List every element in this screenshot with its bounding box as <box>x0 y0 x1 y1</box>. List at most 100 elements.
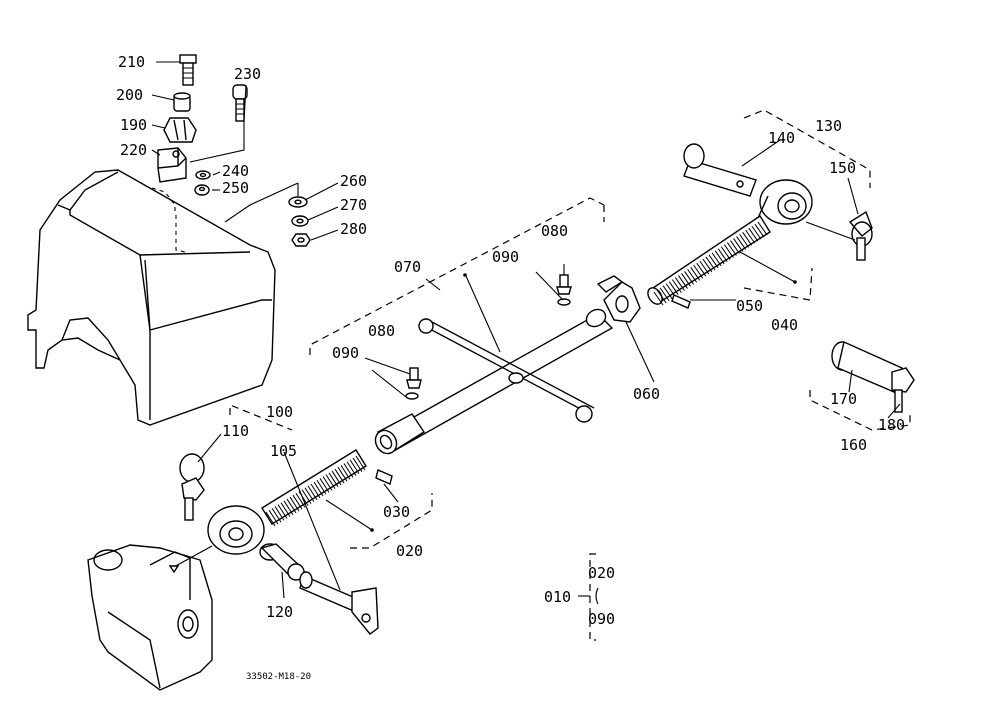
thread-line <box>349 459 360 475</box>
label-080-top: 080 <box>541 222 568 240</box>
label-080-mid: 080 <box>368 322 395 340</box>
bracket-base <box>87 544 213 691</box>
thread-line <box>745 229 756 244</box>
thread-line <box>727 242 737 256</box>
thread-line <box>675 277 685 291</box>
label-280: 280 <box>340 220 367 238</box>
label-180: 180 <box>878 416 905 434</box>
thread-line <box>277 504 288 519</box>
thread-line <box>310 483 321 499</box>
grease-fitting-080a <box>556 264 572 295</box>
pin-030 <box>375 469 393 485</box>
label-200: 200 <box>116 86 143 104</box>
thread-line <box>699 260 710 275</box>
lock-nut-060 <box>596 275 641 323</box>
thread-line <box>693 264 704 279</box>
label-150: 150 <box>829 159 856 177</box>
pin-105 <box>299 571 379 635</box>
thread-line <box>671 279 682 293</box>
ring-pin-110 <box>179 453 205 521</box>
thread-line <box>668 281 679 295</box>
thread-line <box>739 234 750 248</box>
washer-090a <box>557 298 571 306</box>
label-260: 260 <box>340 172 367 190</box>
thread-line <box>352 457 363 473</box>
thread-line <box>337 466 348 482</box>
label-140: 140 <box>768 129 795 147</box>
washer-270 <box>291 215 309 227</box>
label-210: 210 <box>118 53 145 71</box>
washer-260 <box>288 196 308 208</box>
cover-housing <box>27 169 276 426</box>
thread-line <box>265 511 276 527</box>
thread-line <box>730 240 740 254</box>
label-040: 040 <box>771 316 798 334</box>
thread-line <box>271 507 282 523</box>
thread-line <box>334 468 345 484</box>
thread-line <box>687 269 698 283</box>
thread-line <box>280 502 291 517</box>
label-090-range: 090 <box>588 610 615 628</box>
nut-280 <box>291 233 311 247</box>
thread-line <box>711 252 722 267</box>
thread-line <box>678 275 688 289</box>
label-090-mid: 090 <box>332 344 359 362</box>
thread-line <box>343 463 354 478</box>
thread-line <box>274 506 285 521</box>
label-020: 020 <box>396 542 423 560</box>
group-outlines <box>229 109 911 641</box>
label-010: 010 <box>544 588 571 606</box>
label-160: 160 <box>840 436 867 454</box>
label-020-range: 020 <box>588 564 615 582</box>
clamp-190 <box>163 117 197 143</box>
label-220: 220 <box>120 141 147 159</box>
label-110: 110 <box>222 422 249 440</box>
washer-240 <box>195 170 211 180</box>
label-250: 250 <box>222 179 249 197</box>
collar-200 <box>173 92 191 112</box>
bracket-220 <box>157 147 187 183</box>
thread-line <box>292 494 303 510</box>
label-030: 030 <box>383 503 410 521</box>
label-230: 230 <box>234 65 261 83</box>
thread-line <box>268 509 279 525</box>
thread-line <box>319 478 330 493</box>
clip-180 <box>891 367 915 413</box>
drawing-number: 33502-M18-20 <box>246 672 311 682</box>
thread-line <box>702 258 713 273</box>
thread-line <box>340 465 351 480</box>
thread-line <box>325 474 336 489</box>
thread-line <box>690 267 701 281</box>
part-labels: 210 200 190 220 230 240 250 260 270 280 … <box>116 53 905 682</box>
thread-line <box>681 273 691 287</box>
thread-line <box>717 248 728 263</box>
pin-170 <box>831 341 903 393</box>
threaded-end-040 <box>647 179 813 306</box>
label-060: 060 <box>633 385 660 403</box>
thread-line <box>754 223 765 238</box>
thread-line <box>714 250 725 265</box>
thread-line <box>307 485 318 501</box>
thread-line <box>289 496 300 512</box>
ring-pin-150 <box>848 210 873 261</box>
thread-line <box>742 232 753 246</box>
label-120: 120 <box>266 603 293 621</box>
top-link-body-070 <box>374 308 614 455</box>
bolt-230 <box>232 84 248 122</box>
thread-line <box>346 461 357 476</box>
thread-line <box>304 487 315 503</box>
leaders-top <box>151 61 339 241</box>
thread-line <box>748 227 759 242</box>
leaders-body <box>197 139 901 599</box>
thread-line <box>720 246 731 260</box>
label-070: 070 <box>394 258 421 276</box>
thread-line <box>295 493 306 508</box>
thread-line <box>696 262 707 277</box>
thread-line <box>355 455 366 471</box>
bushing-120 <box>259 543 305 581</box>
pin-140 <box>683 143 757 197</box>
thread-line <box>751 225 762 240</box>
label-090-top: 090 <box>492 248 519 266</box>
thread-line <box>723 244 734 258</box>
